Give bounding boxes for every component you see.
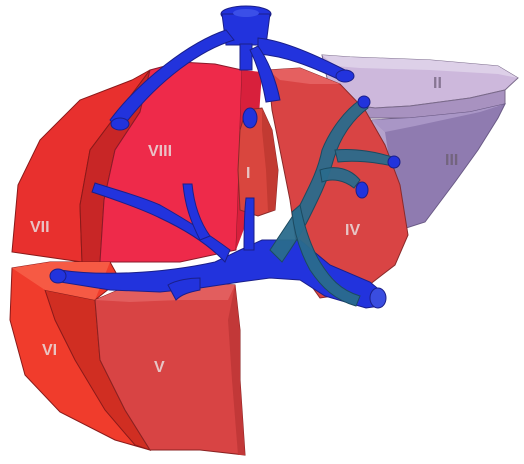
vessel-end-iv	[356, 182, 368, 198]
segment-label-V: V	[154, 359, 165, 376]
segment-label-II: II	[433, 75, 442, 92]
vessel-end-ii	[358, 96, 370, 108]
segment-label-IV: IV	[345, 222, 360, 239]
segment-label-III: III	[445, 152, 458, 169]
segment-label-VII: VII	[30, 219, 50, 236]
segment-label-I: I	[246, 165, 250, 182]
vessel-end-iii	[388, 156, 400, 168]
segment-label-VI: VI	[42, 342, 57, 359]
segment-label-VIII: VIII	[148, 143, 172, 160]
